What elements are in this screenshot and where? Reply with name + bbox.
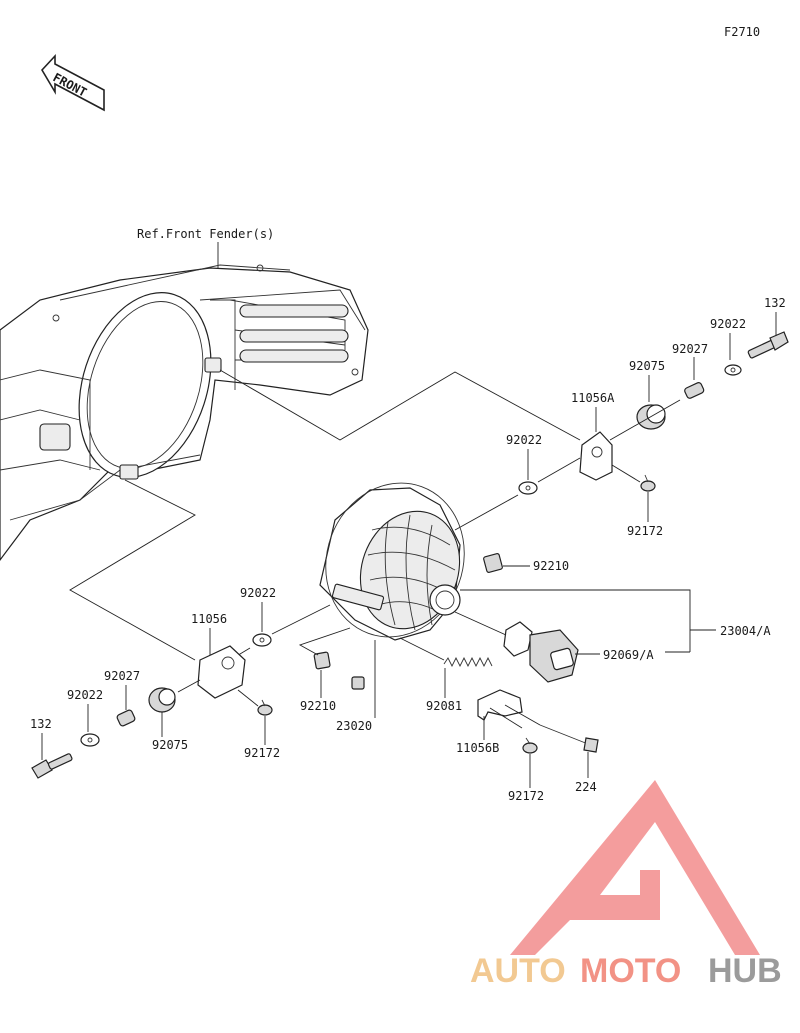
- bolt-224: [539, 724, 599, 753]
- collar-92027-left: [116, 709, 136, 727]
- bracket-11056: [197, 645, 246, 699]
- washer-92022-left: [80, 733, 100, 747]
- front-arrow-icon: FRONT: [41, 53, 105, 112]
- callout-92075-right: 92075: [629, 359, 665, 373]
- callout-92172-bottom: 92172: [508, 789, 544, 803]
- nut-92210-right: [483, 553, 503, 573]
- callout-92210-left: 92210: [300, 699, 336, 713]
- nut-92210-left: [313, 651, 331, 670]
- callout-11056: 11056: [191, 612, 227, 626]
- nut-23020: [351, 676, 365, 690]
- callout-92081: 92081: [426, 699, 462, 713]
- callout-92022-left: 92022: [67, 688, 103, 702]
- callout-92027-left: 92027: [104, 669, 140, 683]
- callout-132-left: 132: [30, 717, 52, 731]
- front-fender-housing: [0, 264, 369, 561]
- headlight-unit-23004a: [319, 482, 465, 641]
- watermark-moto: MOTO: [580, 952, 681, 990]
- collar-92027-right: [684, 382, 705, 399]
- callout-224: 224: [575, 780, 597, 794]
- callout-92069a: 92069/A: [603, 648, 654, 662]
- bulb-92069a: [503, 621, 579, 683]
- watermark-logo-icon: [510, 780, 760, 955]
- figure-code: F2710: [724, 25, 760, 39]
- callout-23004a: 23004/A: [720, 624, 771, 638]
- washer-92022-mid: [518, 481, 538, 495]
- watermark-auto: AUTO: [470, 952, 566, 990]
- washer-92022-left-top: [252, 633, 272, 647]
- reference-note: Ref.Front Fender(s): [137, 227, 274, 241]
- bracket-11056a: [579, 431, 613, 481]
- bracket-11056b: [477, 689, 523, 721]
- automotohub-watermark: AUTO MOTO HUB: [470, 780, 782, 990]
- callout-92022-right: 92022: [710, 317, 746, 331]
- callout-92172-left: 92172: [244, 746, 280, 760]
- callout-11056a: 11056A: [571, 391, 615, 405]
- callout-11056b: 11056B: [456, 741, 499, 755]
- bolt-132-left: [31, 753, 73, 779]
- clip-92172-right: [640, 474, 656, 492]
- watermark-hub: HUB: [708, 952, 782, 990]
- clip-92172-bottom: [522, 737, 538, 754]
- callout-92027-right: 92027: [672, 342, 708, 356]
- spring-92081: [443, 656, 493, 668]
- washer-92022-right: [724, 364, 742, 376]
- callout-92075-left: 92075: [152, 738, 188, 752]
- callout-92022-mid: 92022: [506, 433, 542, 447]
- callout-92172-right: 92172: [627, 524, 663, 538]
- callout-23020: 23020: [336, 719, 372, 733]
- bolt-132-right: [747, 331, 789, 359]
- clip-92172-left: [257, 699, 273, 716]
- callout-92210-right: 92210: [533, 559, 569, 573]
- callout-92022-left-top: 92022: [240, 586, 276, 600]
- callout-132-right: 132: [764, 296, 786, 310]
